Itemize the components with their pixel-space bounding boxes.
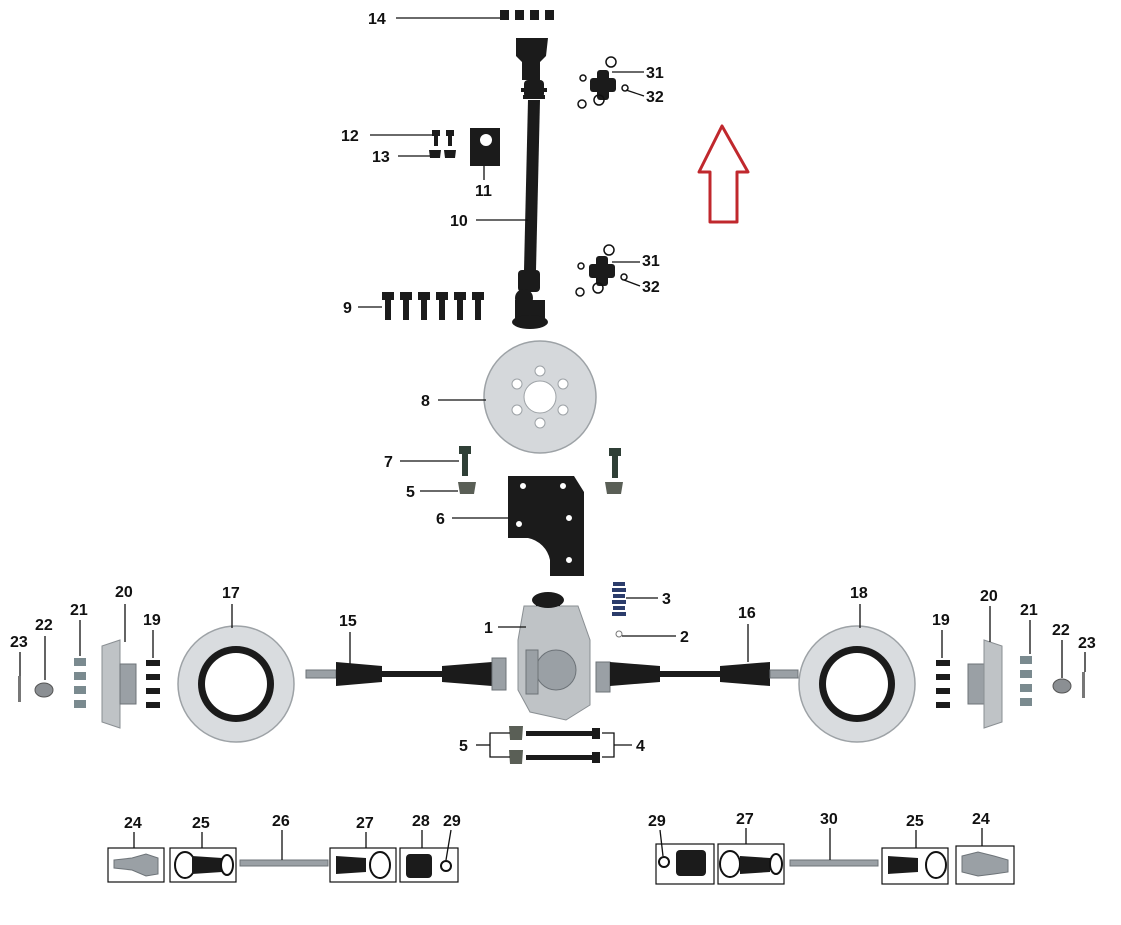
callout-25-left: 25 [192,815,210,832]
callout-31-upper: 31 [646,65,664,82]
breather-hose-3 [612,582,626,616]
bolts-12 [432,130,454,146]
callout-20-left: 20 [115,584,133,601]
callout-32-upper: 32 [646,89,664,106]
bolts-14 [500,10,554,20]
callout-19-right: 19 [932,612,950,629]
callout-1: 1 [484,620,493,637]
hub-right [936,639,1085,729]
callout-17: 17 [222,585,240,602]
callout-31-lower: 31 [642,253,660,270]
callout-18: 18 [850,585,868,602]
callout-9: 9 [343,300,352,317]
callout-27-left: 27 [356,815,374,832]
nuts-5-bottom [509,726,523,764]
u-joint-lower [575,244,628,297]
u-joint-upper [577,56,629,109]
callout-29-right: 29 [648,813,666,830]
differential-housing-1 [517,592,591,721]
callout-8: 8 [421,393,430,410]
callout-19-left: 19 [143,612,161,629]
callout-6: 6 [436,511,445,528]
callout-labels: 14 31 32 12 13 11 10 31 32 9 8 7 5 6 3 1… [10,11,1096,832]
callout-21-left: 21 [70,602,88,619]
callout-25-right: 25 [906,813,924,830]
callout-4: 4 [636,738,645,755]
callout-23-left: 23 [10,634,28,651]
nuts-13 [429,150,456,158]
clip-2 [615,630,623,638]
brake-disc-8 [483,340,597,454]
cv-parts-right [655,843,1015,885]
callout-27-right: 27 [736,811,754,828]
callout-21-right: 21 [1020,602,1038,619]
callout-26: 26 [272,813,290,830]
callout-3: 3 [662,591,671,608]
callout-12: 12 [341,128,359,145]
bolts-9 [382,292,484,320]
bolts-7 [459,446,621,478]
hub-left [18,639,160,729]
brake-disc-18 [798,625,916,743]
leader-lines [19,17,1086,861]
mount-bracket-6 [508,476,584,576]
callout-28: 28 [412,813,430,830]
callout-16: 16 [738,605,756,622]
callout-10: 10 [450,213,468,230]
callout-11: 11 [475,183,492,200]
callout-13: 13 [372,149,390,166]
up-arrow-icon [697,124,750,224]
bolts-4 [526,728,600,763]
callout-22-left: 22 [35,617,53,634]
callout-24-left: 24 [124,815,142,832]
prop-shaft [500,10,554,329]
callout-29-left: 29 [443,813,461,830]
half-shaft-15 [305,657,507,691]
nuts-5-top [458,482,623,494]
callout-15: 15 [339,613,357,630]
callout-24-right: 24 [972,811,990,828]
callout-22-right: 22 [1052,622,1070,639]
callout-14: 14 [368,11,386,28]
cv-parts-left [107,847,459,883]
callout-7: 7 [384,454,393,471]
callout-20-right: 20 [980,588,998,605]
callout-23-right: 23 [1078,635,1096,652]
callout-2: 2 [680,629,689,646]
callout-32-lower: 32 [642,279,660,296]
brake-disc-17 [177,625,295,743]
callout-5-upper: 5 [406,484,415,501]
bracket-11 [470,128,500,166]
callout-30: 30 [820,811,838,828]
half-shaft-16 [595,661,799,693]
callout-5-lower: 5 [459,738,468,755]
